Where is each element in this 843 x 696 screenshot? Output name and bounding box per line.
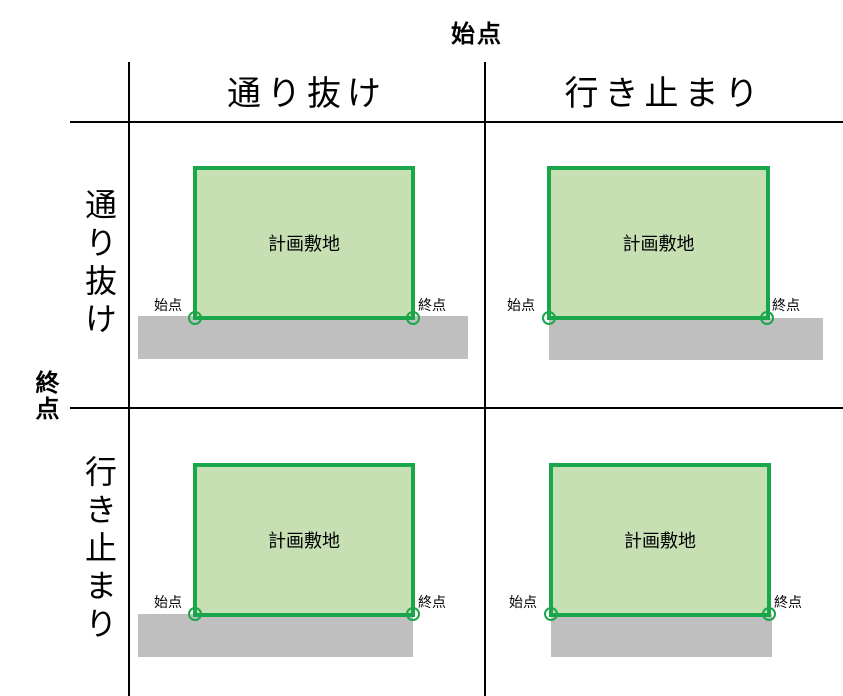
end-point-label: 終点: [774, 595, 802, 611]
site-label: 計画敷地: [624, 531, 696, 552]
end-point-marker: [406, 607, 420, 621]
end-point-label: 終点: [772, 298, 800, 314]
end-point-marker: [762, 607, 776, 621]
start-point-label: 始点: [507, 298, 535, 314]
row-header-dead-end: 行き止まり: [80, 455, 118, 645]
start-point-marker: [544, 607, 558, 621]
start-point-label: 始点: [154, 595, 182, 611]
road: [138, 316, 468, 359]
road: [551, 614, 772, 657]
planned-site: 計画敷地: [193, 463, 415, 617]
end-point-label: 終点: [418, 298, 446, 314]
end-point-marker: [406, 311, 420, 325]
start-point-label: 始点: [154, 298, 182, 314]
road: [549, 318, 823, 360]
site-label: 計画敷地: [622, 234, 695, 255]
grid-horizontal-top: [70, 121, 843, 123]
column-header-dead-end: 行き止まり: [564, 74, 765, 114]
start-point-marker: [188, 607, 202, 621]
grid-horizontal-middle: [70, 407, 843, 409]
end-axis-title: 終点: [31, 370, 59, 422]
planned-site: 計画敷地: [547, 166, 770, 320]
start-axis-title: 始点: [451, 20, 503, 48]
planned-site: 計画敷地: [193, 166, 415, 320]
start-point-label: 始点: [509, 595, 537, 611]
grid-vertical-middle: [484, 62, 486, 696]
start-point-marker: [188, 311, 202, 325]
column-header-through: 通り抜け: [227, 74, 387, 114]
planned-site: 計画敷地: [549, 463, 771, 617]
road: [138, 614, 413, 657]
site-label: 計画敷地: [268, 531, 340, 552]
start-point-marker: [542, 311, 556, 325]
end-point-label: 終点: [418, 595, 446, 611]
site-label: 計画敷地: [268, 234, 340, 255]
row-header-through: 通り抜け: [80, 188, 118, 340]
end-point-marker: [760, 311, 774, 325]
grid-vertical-left: [128, 62, 130, 696]
